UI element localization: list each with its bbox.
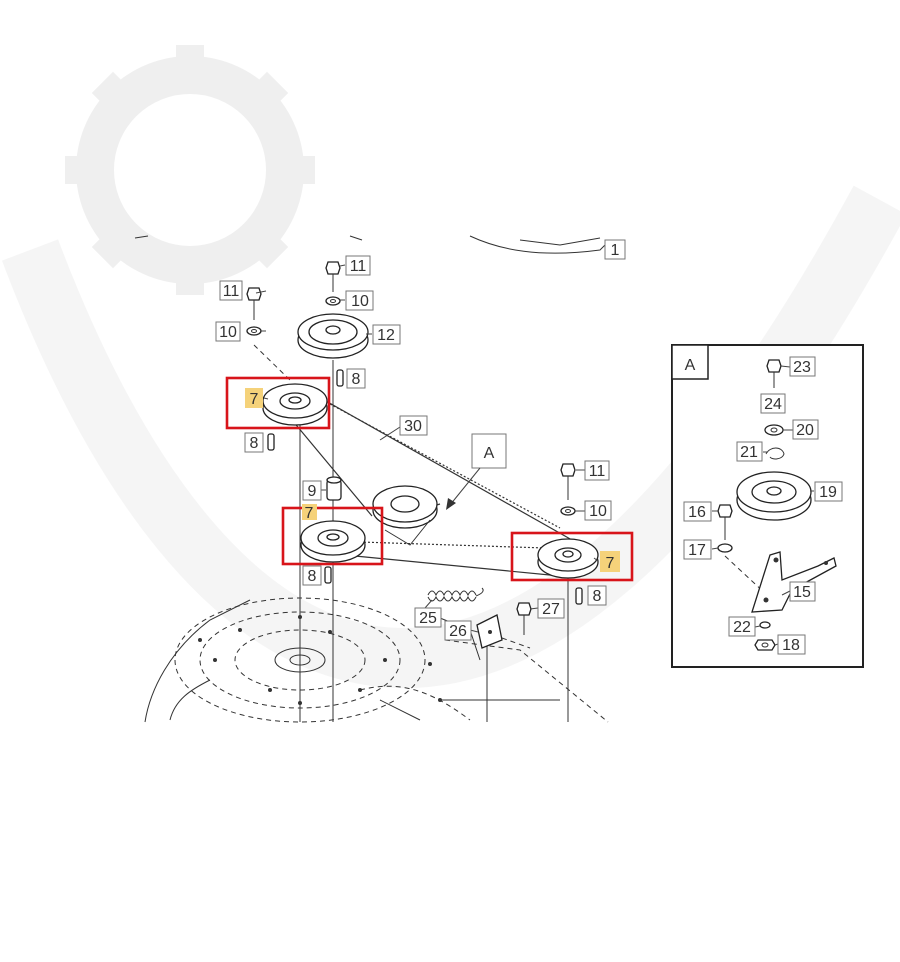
spindle-shafts — [299, 360, 569, 722]
bolt-11-top — [325, 261, 341, 306]
callout-7-right: 7 — [600, 551, 620, 572]
callout-11-top: 11 — [345, 255, 371, 276]
svg-text:8: 8 — [593, 588, 602, 605]
svg-text:20: 20 — [796, 422, 814, 439]
inset-label: A — [685, 357, 696, 374]
spacer-9 — [326, 476, 342, 501]
top-frame-fragment — [134, 235, 611, 254]
callout-8-left: 8 — [244, 432, 264, 453]
callout-11-right: 11 — [584, 460, 610, 481]
bolt-11-right — [560, 463, 576, 516]
callout-19: 19 — [814, 481, 843, 502]
svg-text:26: 26 — [449, 623, 467, 640]
callout-10-right: 10 — [584, 500, 612, 521]
pulley-7-center — [300, 520, 366, 563]
callout-1: 1 — [604, 239, 626, 260]
svg-text:19: 19 — [819, 484, 837, 501]
svg-text:22: 22 — [733, 619, 751, 636]
svg-text:24: 24 — [764, 396, 782, 413]
svg-text:18: 18 — [782, 637, 800, 654]
svg-text:10: 10 — [589, 503, 607, 520]
svg-text:27: 27 — [542, 601, 560, 618]
callout-8-top: 8 — [346, 368, 366, 389]
callout-22: 22 — [728, 616, 756, 637]
leader-lines — [255, 264, 599, 633]
svg-text:17: 17 — [688, 542, 706, 559]
svg-text:12: 12 — [377, 327, 395, 344]
callout-30: 30 — [399, 415, 428, 436]
svg-text:1: 1 — [611, 242, 620, 259]
callout-16: 16 — [683, 501, 712, 522]
svg-text:15: 15 — [793, 584, 811, 601]
detail-a-marker: A — [446, 433, 507, 510]
pulley-7-right — [537, 538, 599, 579]
spring-25 — [427, 587, 484, 602]
pulley-7-left — [262, 383, 328, 426]
callout-20: 20 — [792, 419, 819, 440]
svg-text:8: 8 — [250, 435, 259, 452]
callout-9: 9 — [302, 480, 322, 501]
svg-text:11: 11 — [589, 463, 606, 480]
callout-17: 17 — [683, 539, 712, 560]
callout-7-center: 7 — [302, 504, 317, 522]
svg-text:7: 7 — [606, 555, 615, 572]
svg-text:8: 8 — [308, 568, 317, 585]
svg-text:30: 30 — [404, 418, 422, 435]
svg-text:10: 10 — [351, 293, 369, 310]
svg-text:16: 16 — [688, 504, 706, 521]
callout-26: 26 — [444, 620, 472, 641]
bracket-26 — [476, 614, 503, 649]
detail-a-label: A — [484, 445, 495, 462]
callout-18: 18 — [777, 634, 806, 655]
callout-7-left: 7 — [245, 388, 263, 408]
svg-text:7: 7 — [250, 391, 259, 408]
callout-25: 25 — [414, 607, 442, 628]
callout-10-top: 10 — [345, 290, 374, 311]
svg-text:11: 11 — [223, 283, 240, 300]
svg-text:21: 21 — [740, 444, 758, 461]
svg-text:10: 10 — [219, 324, 237, 341]
idler-pulley-a — [372, 485, 438, 546]
svg-text:23: 23 — [793, 359, 811, 376]
svg-text:8: 8 — [352, 371, 361, 388]
bolt-27 — [501, 602, 532, 649]
callout-11-left: 11 — [219, 280, 243, 301]
callout-27: 27 — [537, 598, 565, 619]
callout-23: 23 — [789, 356, 816, 377]
callout-24: 24 — [760, 393, 786, 414]
pulley-12 — [297, 313, 369, 359]
callout-21: 21 — [736, 441, 763, 462]
key-8-set — [267, 369, 583, 605]
svg-text:11: 11 — [350, 258, 367, 275]
callout-8-center: 8 — [302, 565, 322, 586]
watermark-gear-icon — [65, 45, 315, 295]
callout-10-left: 10 — [215, 321, 241, 342]
detail-inset-a: A — [671, 344, 864, 668]
callout-15: 15 — [789, 581, 816, 602]
svg-text:7: 7 — [305, 505, 314, 522]
highlight-frames — [225, 376, 634, 582]
callout-8-right: 8 — [587, 585, 607, 606]
svg-text:25: 25 — [419, 610, 437, 627]
bolt-11-left — [246, 287, 291, 381]
svg-text:9: 9 — [308, 483, 317, 500]
callout-12: 12 — [372, 324, 401, 345]
